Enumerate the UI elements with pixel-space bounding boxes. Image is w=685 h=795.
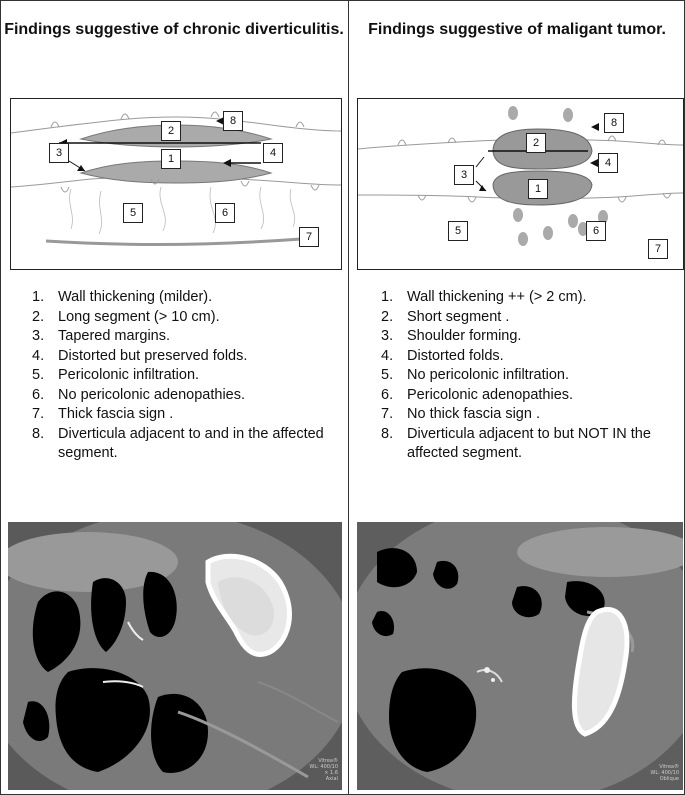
label-box-4: 4: [263, 143, 283, 163]
list-item: 6.No pericolonic adenopathies.: [32, 386, 246, 403]
list-item: 8.Diverticula adjacent to and in the aff…: [32, 425, 324, 462]
label-box-7: 7: [648, 239, 668, 259]
list-item: 3.Tapered margins.: [32, 328, 171, 344]
label-box-2: 2: [161, 121, 181, 141]
ct-meta: Vitrea® WL: 400/10 Oblique: [650, 764, 679, 782]
list-item: 7.Thick fascia sign .: [32, 406, 174, 422]
list-item: 7.No thick fascia sign .: [381, 406, 540, 422]
label-box-7: 7: [299, 227, 319, 247]
right-column: Findings suggestive of maligant tumor.: [349, 0, 685, 795]
list-item: 2.Short segment .: [381, 308, 510, 325]
label-box-8: 8: [604, 113, 624, 133]
right-ct-image: Vitrea® WL: 400/10 Oblique: [357, 522, 683, 790]
left-title: Findings suggestive of chronic diverticu…: [4, 21, 344, 38]
left-column: Findings suggestive of chronic diverticu…: [4, 21, 344, 790]
list-item: 4.Distorted folds.: [381, 347, 504, 364]
list-item: 6.Pericolonic adenopathies.: [381, 386, 574, 403]
list-item: 1.Wall thickening ++ (> 2 cm).: [381, 289, 587, 305]
ct-scan-malignant-tumor: [357, 522, 683, 790]
list-item: 5.Pericolonic infiltration.: [32, 367, 200, 383]
list-item: 8.Diverticula adjacent to but NOT IN the…: [381, 425, 651, 462]
label-box-5: 5: [123, 203, 143, 223]
list-item: 2.Long segment (> 10 cm).: [32, 308, 220, 325]
label-box-3: 3: [454, 165, 474, 185]
label-box-8: 8: [223, 111, 243, 131]
label-box-3: 3: [49, 143, 69, 163]
list-item: 1.Wall thickening (milder).: [32, 289, 213, 305]
column-divider: [348, 0, 349, 795]
list-item: 3.Shoulder forming.: [381, 328, 522, 344]
label-box-5: 5: [448, 221, 468, 241]
right-diagram: 2 8 3 4 1 5 6 7: [357, 98, 684, 270]
right-title: Findings suggestive of maligant tumor.: [368, 21, 666, 38]
ct-scan-diverticulitis: [8, 522, 342, 790]
label-box-4: 4: [598, 153, 618, 173]
right-findings-list: 1.Wall thickening ++ (> 2 cm). 2.Short s…: [381, 288, 681, 464]
left-diagram: 2 8 3 1 4 5 6 7: [10, 98, 342, 270]
list-item: 5.No pericolonic infiltration.: [381, 367, 569, 383]
ct-meta: Vitrea® WL: 400/10 × 1.6 Axial: [309, 758, 338, 782]
label-box-2: 2: [526, 133, 546, 153]
malignant-tumor-illustration: [358, 106, 683, 246]
label-box-1: 1: [161, 149, 181, 169]
label-box-6: 6: [586, 221, 606, 241]
label-box-1: 1: [528, 179, 548, 199]
left-ct-image: Vitrea® WL: 400/10 × 1.6 Axial: [8, 522, 342, 790]
label-box-6: 6: [215, 203, 235, 223]
list-item: 4.Distorted but preserved folds.: [32, 347, 248, 364]
left-findings-list: 1.Wall thickening (milder). 2.Long segme…: [32, 288, 332, 464]
